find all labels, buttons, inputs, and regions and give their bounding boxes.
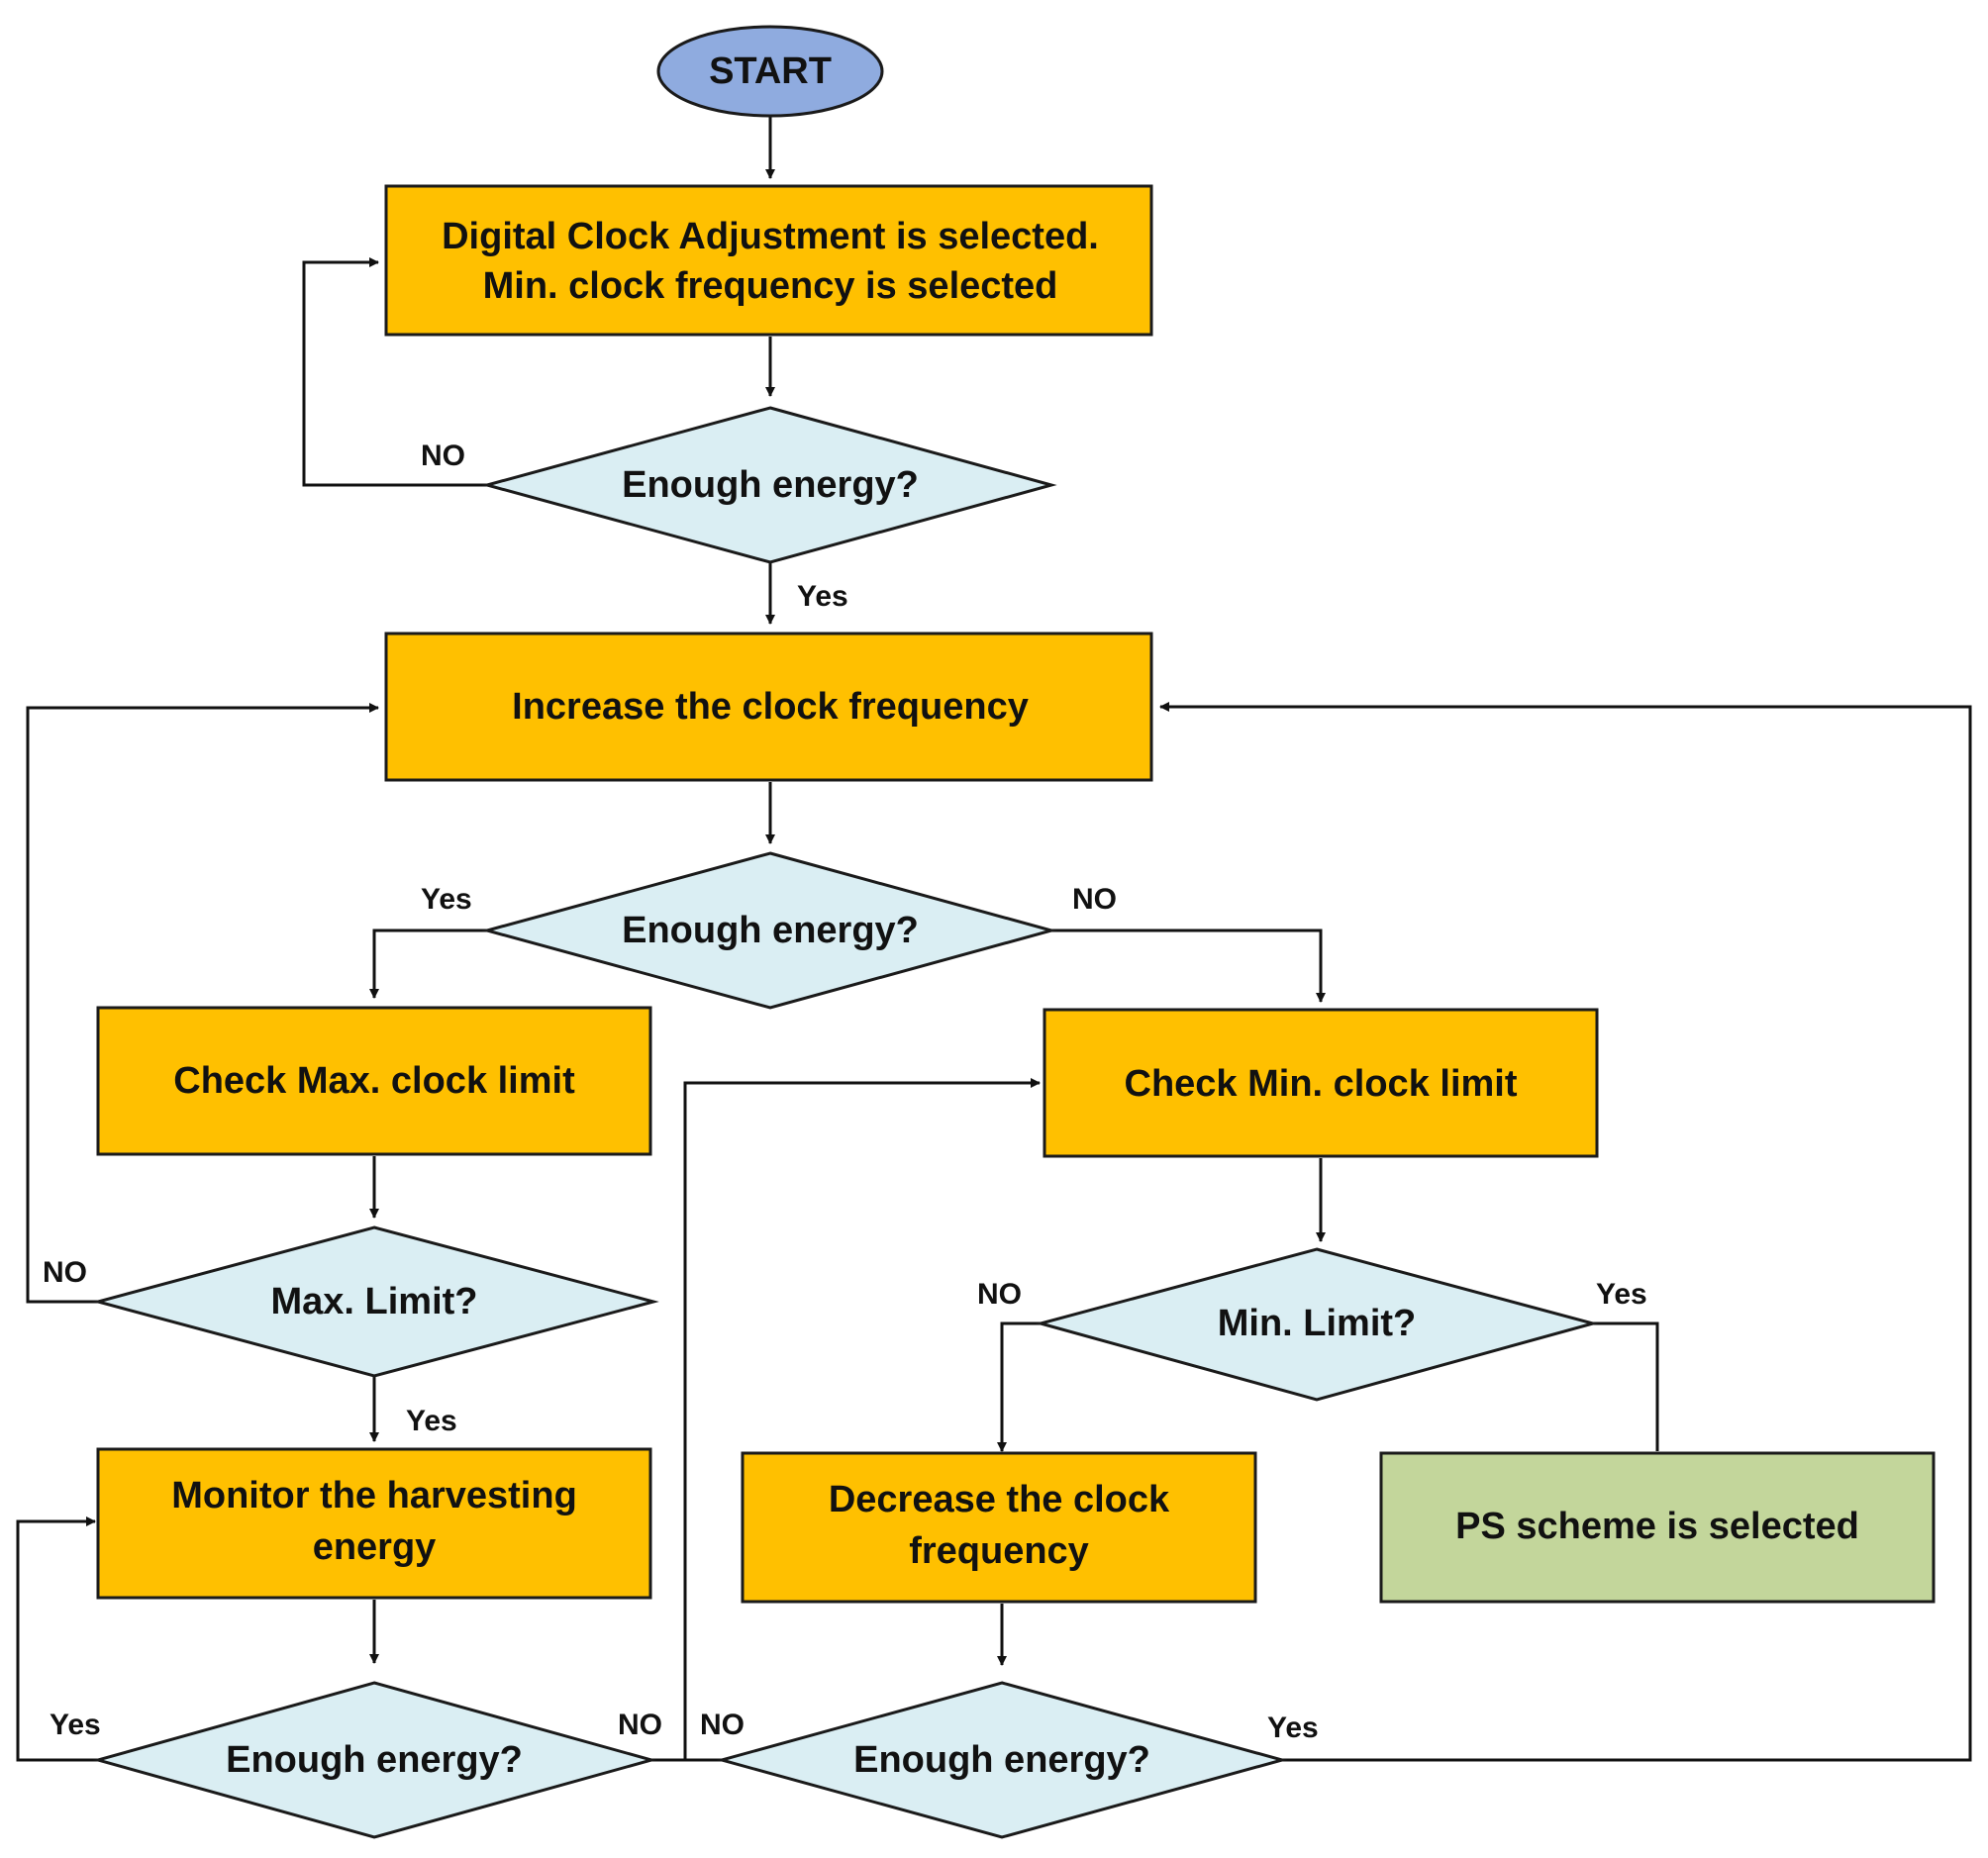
digital-clock-box [384, 184, 1153, 337]
start-label: START [709, 50, 832, 92]
energy2-no-arrow [1051, 929, 1326, 1003]
check-max-node: Check Max. clock limit [96, 1006, 652, 1156]
connectors [16, 117, 1972, 1762]
decrease-box [741, 1451, 1257, 1604]
enough-energy-1-diamond [481, 406, 1057, 564]
increase-clock-box [384, 632, 1153, 782]
enough-energy-4-label: Enough energy? [853, 1739, 1150, 1781]
energy1-no-loop-arrow [302, 257, 487, 487]
start-node: START [656, 25, 884, 118]
digital-clock-node: Digital Clock Adjustment is selected. Mi… [384, 184, 1153, 337]
check-min-node: Check Min. clock limit [1043, 1008, 1599, 1158]
edge-label-yes-2: Yes [421, 883, 472, 916]
increase-clock-label: Increase the clock frequency [512, 686, 1029, 728]
edge-label-no-2: NO [1072, 883, 1117, 916]
edge-label-no-4: NO [977, 1278, 1022, 1311]
digital-clock-label-line1: Digital Clock Adjustment is selected. [442, 216, 1099, 257]
edge-label-yes-4: Yes [1596, 1278, 1647, 1311]
max-limit-diamond [92, 1225, 659, 1378]
enough-energy-4-diamond [716, 1681, 1288, 1839]
enough-energy-2-label: Enough energy? [622, 910, 919, 951]
monitor-label-line2: energy [313, 1526, 437, 1568]
max-limit-no-loop-arrow [26, 703, 379, 1304]
edge-label-no-5: NO [618, 1709, 662, 1741]
enough-energy-1-label: Enough energy? [622, 464, 919, 506]
ps-scheme-box [1379, 1451, 1936, 1604]
edge-label-yes-6: Yes [1267, 1711, 1319, 1744]
min-limit-yes-line [1593, 1321, 1659, 1451]
check-min-box [1043, 1008, 1599, 1158]
enough-energy-decision-3: Enough energy? [92, 1681, 657, 1839]
edge-label-yes-1: Yes [797, 580, 848, 613]
enough-energy-decision-2: Enough energy? [481, 851, 1057, 1010]
enough-energy-3-diamond [92, 1681, 657, 1839]
start-ellipse [656, 25, 884, 118]
energy2-yes-arrow [369, 929, 487, 999]
enough-energy-decision-1: Enough energy? [481, 406, 1057, 564]
ps-scheme-label: PS scheme is selected [1455, 1506, 1859, 1547]
increase-clock-node: Increase the clock frequency [384, 632, 1153, 782]
enough-energy-3-label: Enough energy? [226, 1739, 523, 1781]
min-limit-diamond [1035, 1247, 1599, 1402]
decrease-label-line1: Decrease the clock [829, 1479, 1170, 1520]
check-max-box [96, 1006, 652, 1156]
enough-energy-2-diamond [481, 851, 1057, 1010]
edge-label-no-3: NO [43, 1256, 87, 1289]
max-limit-decision: Max. Limit? [92, 1225, 659, 1378]
check-max-label: Check Max. clock limit [173, 1060, 575, 1102]
energy4-yes-loop-arrow [1159, 702, 1972, 1762]
decrease-node: Decrease the clock frequency [741, 1451, 1257, 1604]
energy3-yes-loop-arrow [16, 1516, 98, 1762]
edge-label-no-1: NO [421, 440, 465, 472]
enough-energy-decision-4: Enough energy? [716, 1681, 1288, 1839]
energy3-no-arrow [651, 1078, 1041, 1762]
monitor-node: Monitor the harvesting energy [96, 1447, 652, 1600]
edge-label-yes-5: Yes [50, 1709, 101, 1741]
check-min-label: Check Min. clock limit [1125, 1063, 1518, 1105]
edge-label-yes-3: Yes [406, 1405, 457, 1437]
edge-labels: NO Yes Yes NO NO Yes NO Yes Yes NO NO Ye… [43, 440, 1647, 1744]
edge-label-no-6: NO [700, 1709, 745, 1741]
monitor-label-line1: Monitor the harvesting [171, 1475, 577, 1516]
decrease-label-line2: frequency [909, 1530, 1089, 1572]
monitor-box [96, 1447, 652, 1600]
min-limit-label: Min. Limit? [1218, 1303, 1417, 1344]
ps-scheme-node: PS scheme is selected [1379, 1451, 1936, 1604]
min-limit-decision: Min. Limit? [1035, 1247, 1599, 1402]
max-limit-label: Max. Limit? [270, 1281, 477, 1322]
min-limit-no-arrow [997, 1321, 1041, 1452]
digital-clock-label-line2: Min. clock frequency is selected [483, 265, 1058, 307]
